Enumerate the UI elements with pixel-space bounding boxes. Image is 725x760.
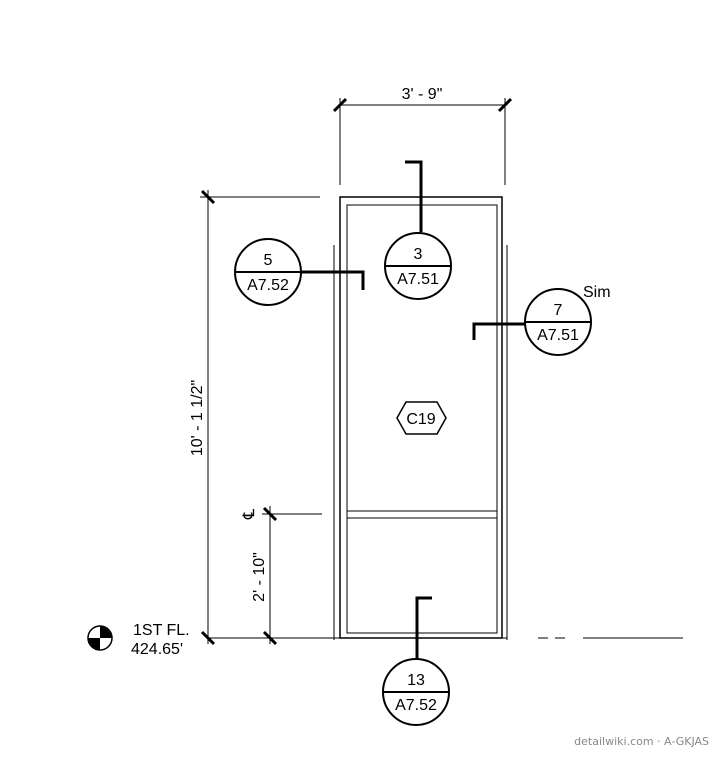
callout-5-number: 5 (264, 252, 273, 269)
level-name: 1ST FL. (133, 622, 190, 639)
callout-13[interactable] (382, 658, 450, 726)
callout-7-leader (472, 322, 526, 340)
callout-3[interactable] (384, 232, 452, 300)
callout-13-leader (415, 596, 432, 660)
dim-width-label: 3' - 9" (402, 86, 443, 103)
dim-height-tick-top (200, 189, 216, 205)
callout-5[interactable] (234, 238, 302, 306)
dim-sill-tick-bottom (262, 630, 278, 646)
dim-width-tick-right (497, 97, 513, 113)
callout-13-number: 13 (407, 672, 425, 689)
dim-height-label: 10' - 1 1/2" (189, 380, 206, 456)
callout-5-leader (300, 270, 365, 290)
callout-7-number: 7 (554, 302, 563, 319)
dim-width-tick-left (332, 97, 348, 113)
centerline-mark: ℄ (241, 508, 258, 520)
callout-7-note: Sim (583, 284, 611, 301)
callout-7-sheet: A7.51 (537, 327, 579, 344)
callout-3-leader (405, 160, 423, 232)
level-elevation: 424.65' (131, 641, 183, 658)
watermark: detailwiki.com · A-GKJAS (574, 735, 709, 748)
level-datum-icon (87, 625, 113, 651)
tag-label: C19 (406, 411, 435, 428)
callout-13-sheet: A7.52 (395, 697, 437, 714)
dim-sill-tick-top (262, 506, 278, 522)
dim-height-tick-bottom (200, 630, 216, 646)
callout-3-sheet: A7.51 (397, 271, 439, 288)
tag-hexagon (396, 401, 447, 435)
callout-5-sheet: A7.52 (247, 277, 289, 294)
callout-3-number: 3 (414, 246, 423, 263)
callout-7[interactable] (524, 288, 592, 356)
dim-sill-label: 2' - 10" (251, 552, 268, 602)
